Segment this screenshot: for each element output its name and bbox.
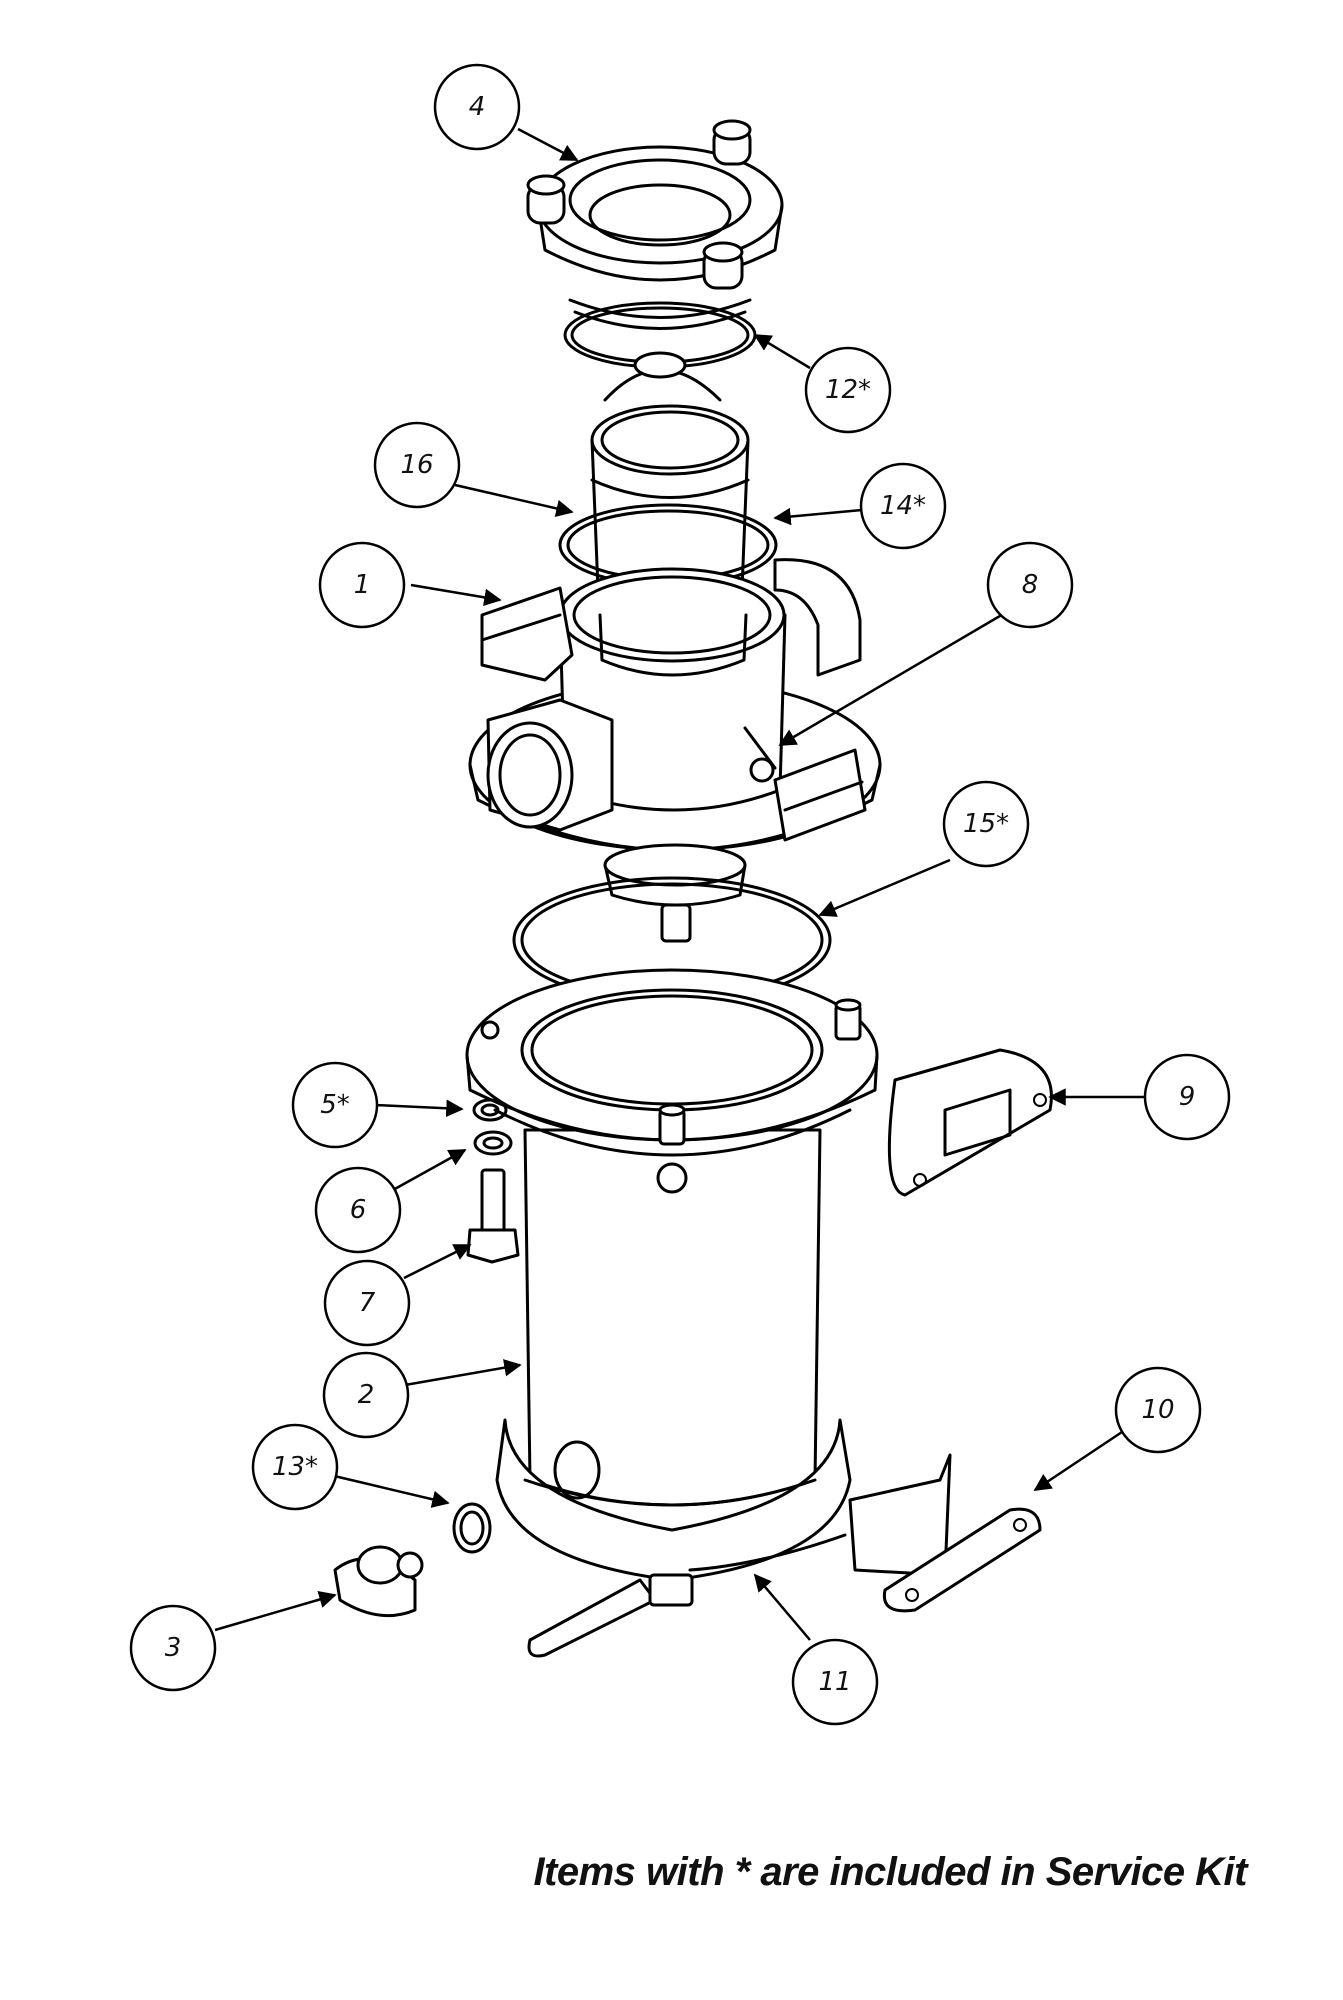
callout-6: 6 [314,1166,402,1254]
callout-2: 2 [322,1351,410,1439]
callout-10: 10 [1114,1366,1202,1454]
part-10-clamp [848,1453,1042,1613]
callout-12-label: 12* [825,375,871,405]
callout-15: 15* [942,780,1030,868]
callout-9: 9 [1143,1053,1231,1141]
callout-12: 12* [804,346,892,434]
callout-15-label: 15* [963,809,1009,839]
callout-14: 14* [859,462,947,550]
callout-4: 4 [433,63,521,151]
callouts: 4 12* 16 14* 1 8 15* 5* [129,63,1231,1726]
callout-7: 7 [323,1259,411,1347]
part-11-band-clamp [527,1533,847,1658]
part-5-washer [472,1098,508,1122]
part-8-screw [743,726,777,783]
callout-9-label: 9 [1179,1082,1196,1112]
service-kit-footnote: Items with * are included in Service Kit [533,1850,1247,1894]
callout-6-label: 6 [350,1195,367,1225]
callout-2-label: 2 [358,1380,375,1410]
part-9-bracket [887,1048,1053,1197]
part-6-washer [473,1130,513,1156]
callout-11-label: 11 [818,1667,851,1697]
callout-1-label: 1 [354,570,371,600]
part-13-o-ring [452,1502,492,1554]
part-3-drain-cap [333,1545,424,1618]
callout-1: 1 [318,541,406,629]
callout-3: 3 [129,1604,217,1692]
callout-8: 8 [986,541,1074,629]
callout-13: 13* [251,1423,339,1511]
callout-3-label: 3 [165,1633,182,1663]
callout-7-label: 7 [359,1288,376,1318]
part-4-top-collar [526,119,784,330]
callout-16: 16 [373,421,461,509]
callout-14-label: 14* [880,491,926,521]
callout-11: 11 [791,1638,879,1726]
callout-5: 5* [291,1061,379,1149]
callout-10-label: 10 [1141,1395,1174,1425]
part-7-bolt [466,1168,520,1264]
callout-4-label: 4 [469,92,486,122]
part-2-tank-body [465,968,879,1582]
callout-5-label: 5* [320,1090,350,1120]
callout-13-label: 13* [272,1452,318,1482]
callout-16-label: 16 [400,450,433,480]
leader-lines [214,127,1145,1641]
callout-8-label: 8 [1022,570,1039,600]
